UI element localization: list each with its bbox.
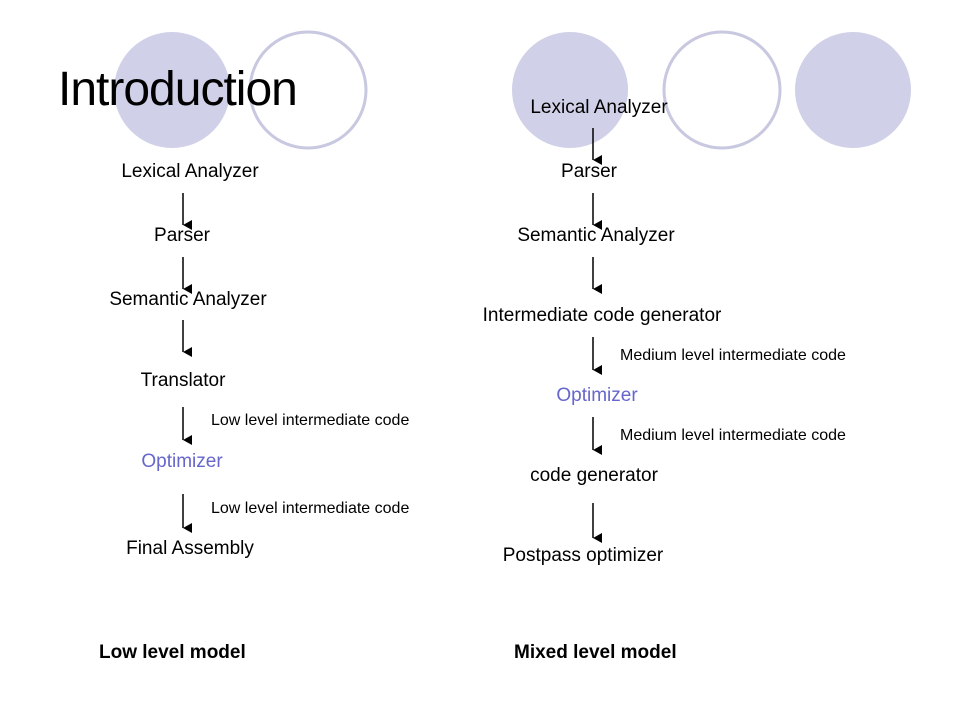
mixed-stage-optimizer: Optimizer bbox=[556, 385, 638, 406]
low-note-1: Low level intermediate code bbox=[211, 412, 410, 429]
low-level-caption: Low level model bbox=[99, 642, 246, 663]
mixed-stage-postpass-optimizer: Postpass optimizer bbox=[502, 545, 664, 566]
mixed-stage-code-generator: code generator bbox=[530, 465, 658, 486]
low-stage-parser: Parser bbox=[154, 225, 210, 246]
deco-circle-1 bbox=[114, 32, 230, 148]
mixed-stage-intermediate-code-generator: Intermediate code generator bbox=[482, 305, 722, 326]
low-stage-final-assembly: Final Assembly bbox=[126, 538, 254, 559]
page-title: Introduction bbox=[58, 63, 298, 116]
mixed-level-caption: Mixed level model bbox=[514, 642, 677, 663]
deco-circle-2 bbox=[248, 30, 368, 150]
deco-circle-3 bbox=[512, 32, 628, 148]
mixed-note-2: Medium level intermediate code bbox=[620, 427, 846, 444]
low-stage-lexical-analyzer: Lexical Analyzer bbox=[121, 161, 259, 182]
low-stage-translator: Translator bbox=[140, 370, 226, 391]
mixed-stage-semantic-analyzer: Semantic Analyzer bbox=[517, 225, 675, 246]
low-note-2: Low level intermediate code bbox=[211, 500, 410, 517]
deco-circle-4 bbox=[662, 30, 782, 150]
deco-circle-5 bbox=[795, 32, 911, 148]
mixed-stage-parser: Parser bbox=[561, 161, 617, 182]
mixed-stage-lexical-analyzer: Lexical Analyzer bbox=[530, 97, 668, 118]
mixed-note-1: Medium level intermediate code bbox=[620, 347, 846, 364]
low-stage-optimizer: Optimizer bbox=[141, 451, 223, 472]
low-stage-semantic-analyzer: Semantic Analyzer bbox=[109, 289, 267, 310]
